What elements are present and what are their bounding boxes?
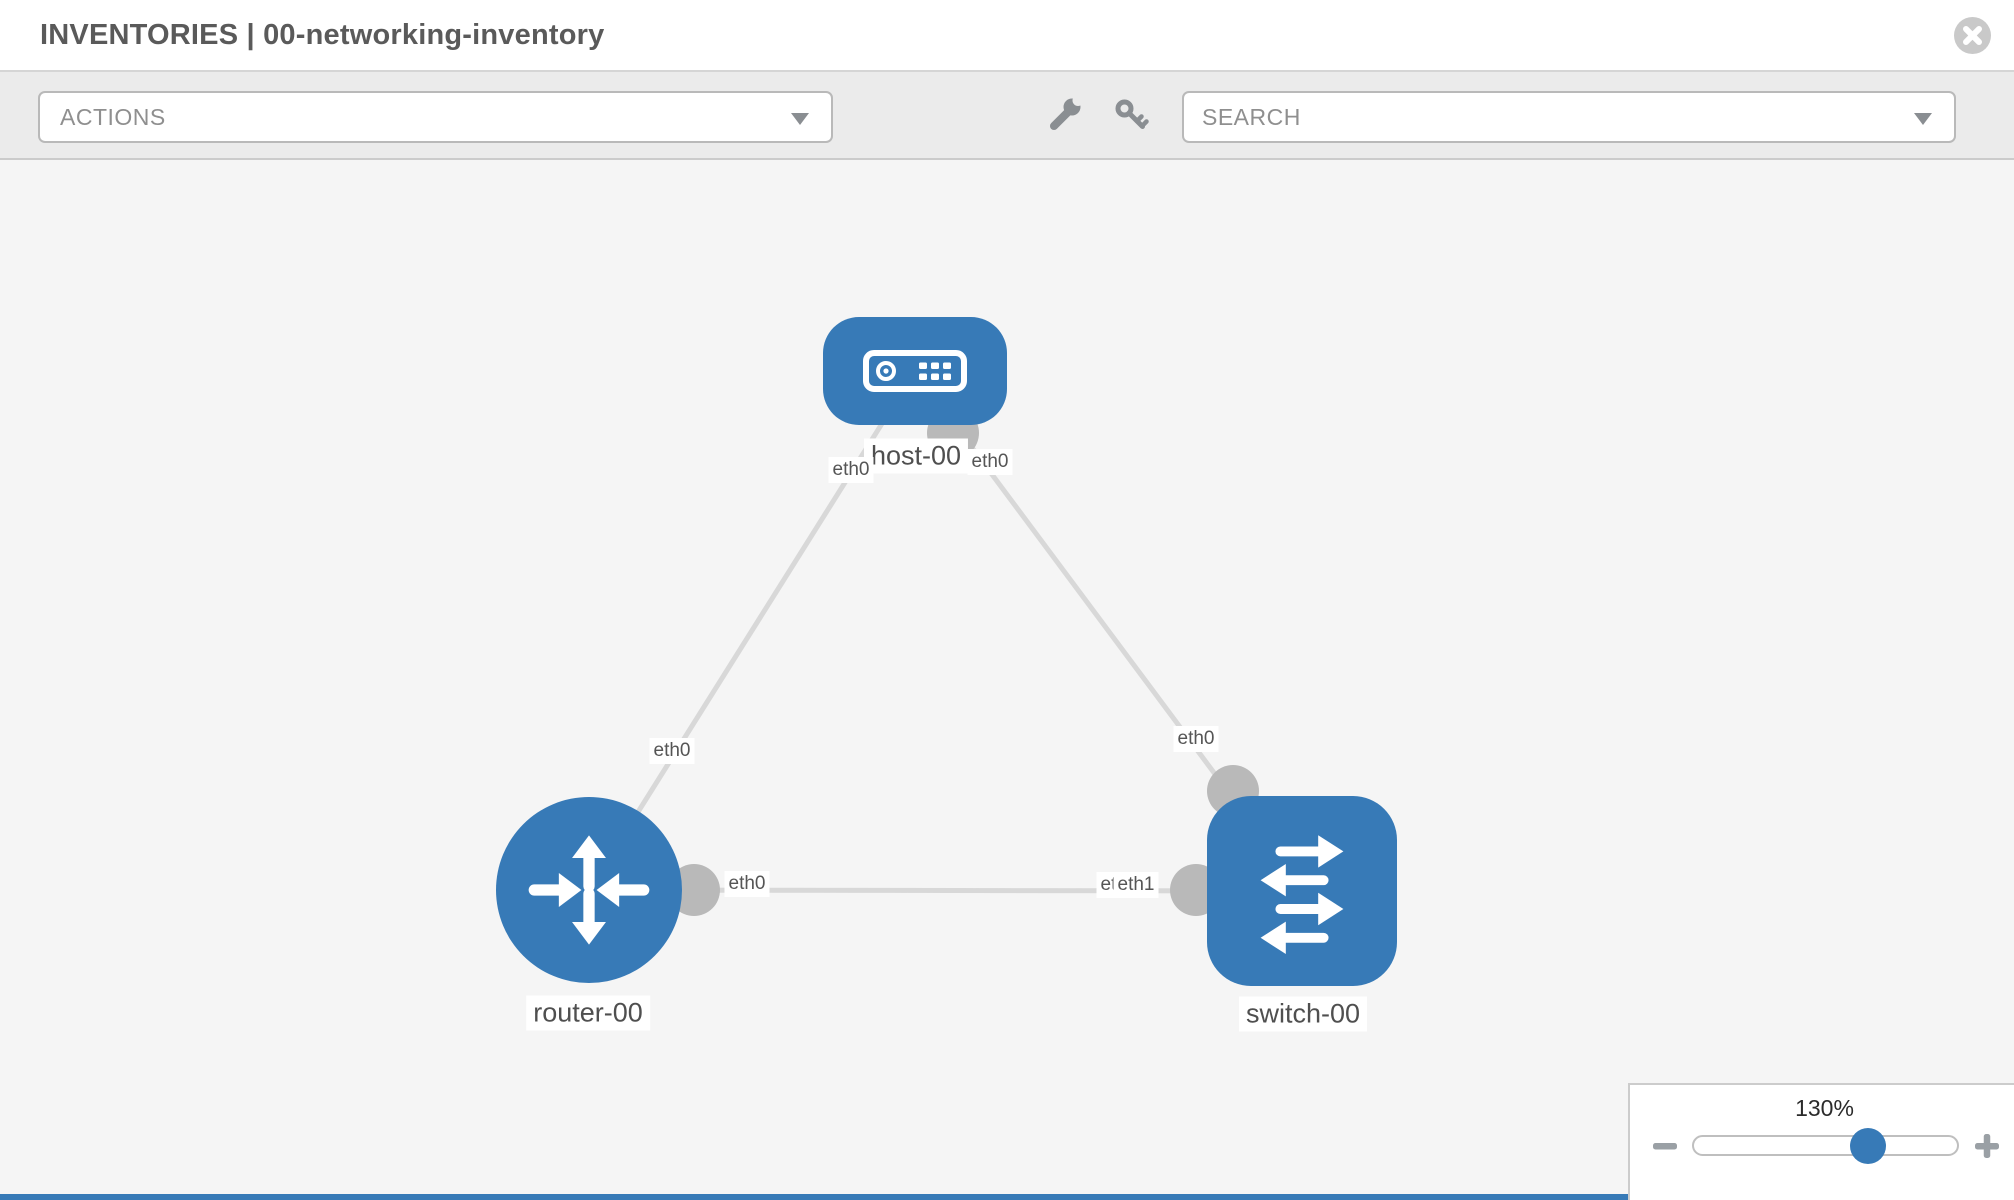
- interface-label-host-eth0-right: eth0: [967, 449, 1013, 475]
- header: INVENTORIES | 00-networking-inventory: [0, 0, 2014, 72]
- wrench-icon: [1050, 95, 1084, 130]
- zoom-in-button[interactable]: [1972, 1131, 2002, 1161]
- zoom-slider[interactable]: [1692, 1128, 1959, 1164]
- node-label-host-00: host-00: [863, 438, 969, 474]
- actions-dropdown[interactable]: ACTIONS: [38, 91, 833, 143]
- host-icon: [863, 350, 967, 392]
- bottom-blue-bar: [0, 1194, 1628, 1200]
- page-title: INVENTORIES | 00-networking-inventory: [40, 19, 605, 51]
- zoom-out-button[interactable]: [1650, 1131, 1680, 1161]
- toolbar: ACTIONS: [0, 72, 2014, 160]
- key-icon: [1115, 99, 1149, 129]
- chevron-down-icon: [791, 113, 809, 125]
- actions-dropdown-label: ACTIONS: [60, 103, 166, 130]
- zoom-level: 130%: [1795, 1095, 1854, 1121]
- minus-icon: [1653, 1143, 1677, 1150]
- router-icon: [528, 835, 650, 945]
- interface-label-router-eth0-uplink: eth0: [649, 738, 695, 764]
- zoom-panel: 130%: [1628, 1083, 2014, 1200]
- key-button[interactable]: [1112, 96, 1150, 139]
- interface-label-host-eth0-left: eth0: [828, 457, 874, 483]
- switch-icon: [1260, 835, 1344, 954]
- interface-label-switch-eth0-uplink: eth0: [1173, 726, 1219, 752]
- interface-label-switch-eth1: eth1: [1113, 872, 1159, 898]
- topology-canvas[interactable]: host-00 router-00 switch-00 eth0 eth0 et…: [0, 160, 2014, 1200]
- close-button[interactable]: [1954, 17, 1991, 54]
- chevron-down-icon: [1914, 113, 1932, 125]
- node-label-switch-00: switch-00: [1238, 996, 1368, 1032]
- node-switch-00[interactable]: [1207, 796, 1397, 986]
- close-icon: [1963, 26, 1982, 45]
- wrench-button[interactable]: [1046, 95, 1084, 139]
- plus-icon: [1975, 1134, 1999, 1158]
- node-label-router-00: router-00: [526, 995, 650, 1031]
- zoom-slider-handle[interactable]: [1850, 1128, 1886, 1164]
- topology-links-layer: [586, 369, 1305, 916]
- search-input[interactable]: [1184, 103, 1954, 131]
- interface-label-router-eth0-right: eth0: [724, 871, 770, 897]
- node-host-00[interactable]: [823, 317, 1007, 425]
- node-router-00[interactable]: [496, 797, 682, 983]
- search-dropdown[interactable]: [1182, 91, 1956, 143]
